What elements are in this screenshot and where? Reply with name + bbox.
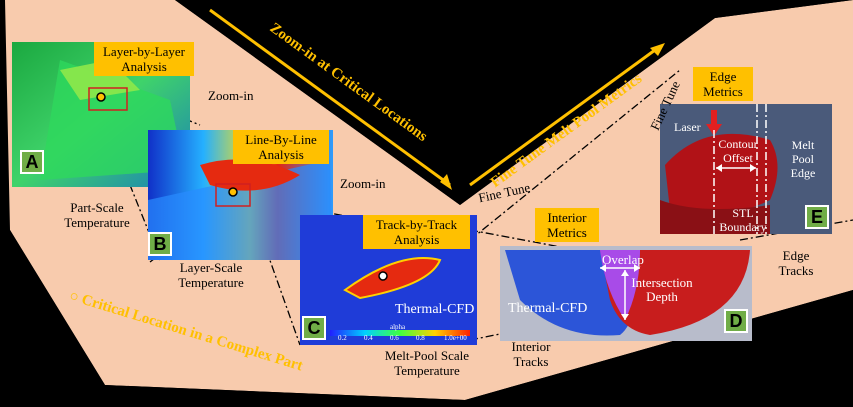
box-track-analysis: Track-by-Track Analysis xyxy=(363,215,470,249)
panel-d-overlap-label: Overlap xyxy=(602,253,644,267)
panel-a-critical-point xyxy=(97,93,105,101)
panel-d-intersection-label: Intersection Depth xyxy=(630,276,694,304)
label-melt-pool-scale: Melt-Pool Scale Temperature xyxy=(375,348,479,378)
panel-c-tick: 0.4 xyxy=(364,331,373,345)
panel-tag-c: C xyxy=(302,316,326,340)
label-zoom-in-2: Zoom-in xyxy=(340,176,386,191)
panel-c-critical-point xyxy=(379,272,387,280)
label-interior-tracks: Interior Tracks xyxy=(507,339,555,369)
panel-e-melt-pool-edge-label: Melt Pool Edge xyxy=(783,138,823,180)
panel-tag-d: D xyxy=(724,309,748,333)
label-edge-tracks: Edge Tracks xyxy=(772,248,820,278)
box-interior-metrics: Interior Metrics xyxy=(535,208,599,242)
panel-tag-b: B xyxy=(148,232,172,256)
panel-e-laser-label: Laser xyxy=(674,120,701,134)
panel-c-tick: 0.2 xyxy=(338,331,347,345)
panel-e-stl-boundary-label: STL Boundary xyxy=(714,206,772,234)
panel-tag-a: A xyxy=(20,150,44,174)
panel-c-caption: Thermal-CFD xyxy=(395,303,474,317)
panel-tag-e: E xyxy=(805,205,829,229)
label-zoom-in-1: Zoom-in xyxy=(208,88,254,103)
panel-b-critical-point xyxy=(229,188,237,196)
box-edge-metrics: Edge Metrics xyxy=(693,67,753,101)
label-layer-scale: Layer-Scale Temperature xyxy=(170,260,252,290)
box-line-analysis: Line-By-Line Analysis xyxy=(233,130,329,164)
label-part-scale: Part-Scale Temperature xyxy=(56,200,138,230)
panel-d-caption: Thermal-CFD xyxy=(508,302,587,316)
panel-c-tick: 0.8 xyxy=(416,331,425,345)
panel-c-tick: 0.6 xyxy=(390,331,399,345)
box-layer-analysis: Layer-by-Layer Analysis xyxy=(94,42,194,76)
panel-e-contour-offset-label: Contour Offset xyxy=(716,137,760,165)
panel-c-tick: 1.0e+00 xyxy=(444,331,467,345)
